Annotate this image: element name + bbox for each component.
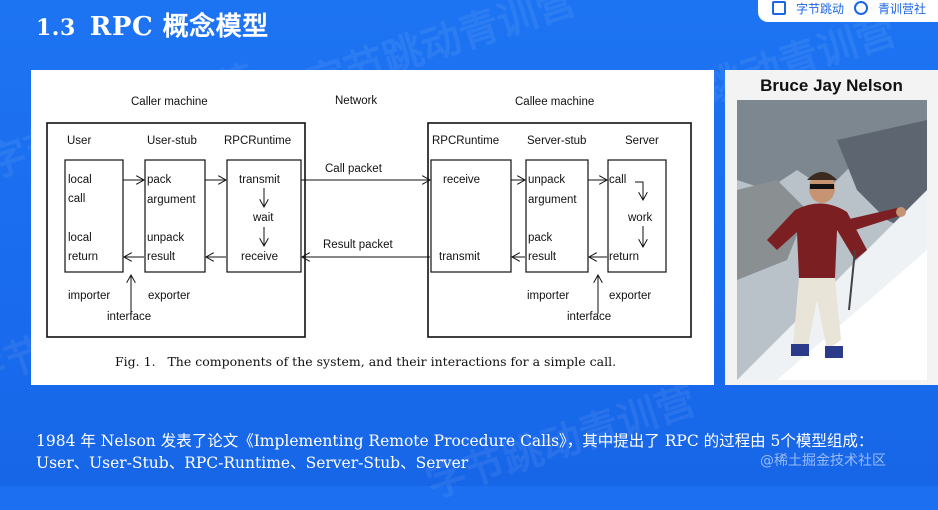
title-text: RPC 概念模型: [89, 12, 269, 42]
climber-photo: [737, 100, 927, 380]
section-number: 1.3: [36, 15, 76, 41]
exporter-left-text: exporter: [148, 290, 190, 302]
result-packet-label: Result packet: [323, 239, 393, 251]
importer-right-text: importer: [527, 290, 569, 302]
rpc-runtime-left-label: RPCRuntime: [224, 135, 291, 147]
rpc-runtime-right-box: [430, 159, 512, 273]
receive-left-text: receive: [241, 251, 278, 263]
rpc-runtime-left-box: [226, 159, 302, 273]
call-text: call: [609, 174, 626, 186]
camp-logo-icon: [854, 1, 869, 15]
unpack-argument-text-2: argument: [528, 194, 577, 206]
footer-watermark: @稀土掘金技术社区: [760, 453, 886, 469]
bytedance-logo-icon: [772, 1, 786, 15]
receive-right-text: receive: [443, 174, 480, 186]
user-stub-box: [144, 159, 206, 273]
brand-right-text: 青训营社: [878, 1, 927, 16]
caller-machine-box: [46, 122, 306, 338]
server-stub-box: [525, 159, 589, 273]
rpc-diagram: Caller machine Network Callee machine Us…: [46, 95, 692, 369]
brand-left-text: 字节跳动: [796, 1, 845, 16]
exporter-right-text: exporter: [609, 290, 651, 302]
caller-machine-label: Caller machine: [131, 96, 208, 108]
local-call-text-2: call: [68, 193, 85, 205]
call-packet-label: Call packet: [325, 163, 383, 175]
interface-right-text: interface: [567, 311, 611, 323]
unpack-result-text-2: result: [147, 251, 176, 263]
local-return-text-1: local: [68, 232, 92, 244]
unpack-argument-text-1: unpack: [528, 174, 565, 186]
rpc-runtime-right-label: RPCRuntime: [432, 135, 499, 147]
pack-argument-text-2: argument: [147, 194, 196, 206]
server-label: Server: [625, 135, 659, 147]
figure-caption: Fig. 1. The components of the system, an…: [115, 354, 616, 369]
slide-title: 1.3 RPC 概念模型: [36, 6, 269, 43]
photo-title: Bruce Jay Nelson: [760, 76, 903, 95]
local-call-text-1: local: [68, 174, 92, 186]
importer-left-text: importer: [68, 290, 110, 302]
rpc-diagram-panel: Caller machine Network Callee machine Us…: [31, 70, 714, 385]
server-stub-label: Server-stub: [527, 135, 586, 147]
pack-result-text-1: pack: [528, 232, 553, 244]
slide-caption: 1984 年 Nelson 发表了论文《Implementing Remote …: [36, 432, 874, 472]
local-return-text-2: return: [68, 251, 98, 263]
photo-panel: Bruce Jay Nelson: [725, 70, 938, 385]
interface-left-text: interface: [107, 311, 151, 323]
user-box: [64, 159, 124, 273]
brand-header: 字节跳动 青训营社: [758, 0, 938, 22]
user-label: User: [67, 135, 91, 147]
transmit-right-text: transmit: [439, 251, 481, 263]
callee-machine-label: Callee machine: [515, 96, 594, 108]
wait-text: wait: [252, 212, 274, 224]
server-box: [607, 159, 667, 273]
pack-result-text-2: result: [528, 251, 557, 263]
unpack-result-text-1: unpack: [147, 232, 184, 244]
network-label: Network: [335, 95, 377, 107]
callee-machine-box: [427, 122, 692, 338]
return-text: return: [609, 251, 639, 263]
pack-argument-text-1: pack: [147, 174, 172, 186]
work-text: work: [627, 212, 653, 224]
transmit-left-text: transmit: [239, 174, 281, 186]
user-stub-label: User-stub: [147, 135, 197, 147]
arrow-call-to-work: [635, 181, 643, 200]
